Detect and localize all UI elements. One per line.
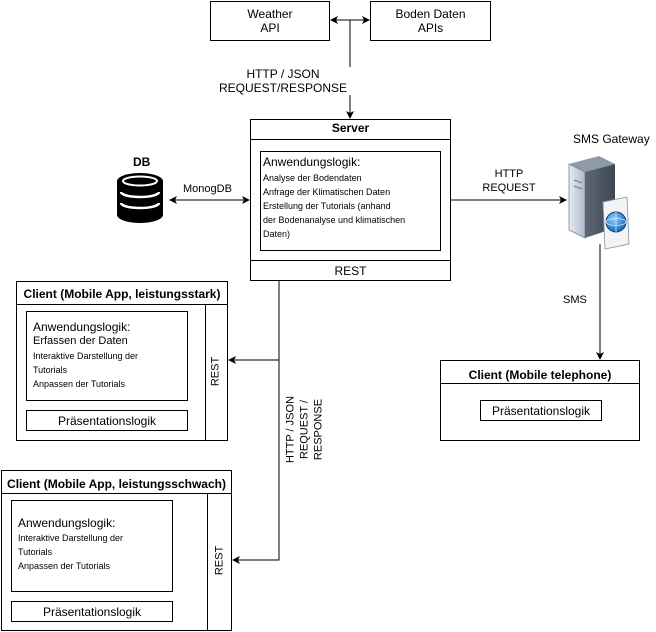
- server-weak-client-arrow: [232, 360, 280, 564]
- client-phone-presentation-box: Präsentationslogik: [480, 400, 602, 421]
- client-strong-logic-item: Erfassen der Daten: [33, 335, 128, 347]
- server-logic-item: Analyse der Bodendaten: [263, 173, 362, 183]
- client-weak-logic-item: Tutorials: [18, 547, 53, 557]
- server-logic-item: Erstellung der Tutorials (anhand: [263, 201, 391, 211]
- http-json-top-label-2: REQUEST/RESPONSE: [213, 81, 353, 95]
- client-strong-rest-divider: [205, 304, 206, 440]
- server-rest-label: REST: [334, 264, 367, 278]
- weather-api-box: Weather API: [210, 1, 330, 41]
- boden-api-label-2: APIs: [417, 21, 444, 35]
- client-strong-logic-item: Tutorials: [33, 365, 68, 375]
- server-logic-title: Anwendungslogik:: [263, 155, 361, 169]
- db-link-label: MonogDB: [183, 183, 232, 196]
- http-request-label-1: HTTP: [494, 168, 524, 180]
- client-strong-logic-title: Anwendungslogik:: [33, 320, 131, 334]
- server-logic-box: Anwendungslogik: Analyse der Bodendaten …: [260, 151, 441, 251]
- server-gateway-icon: [568, 156, 630, 250]
- server-logic-item: der Bodenanalyse und klimatischen: [263, 215, 406, 225]
- server-title-divider: [251, 139, 450, 140]
- client-strong-presentation-label: Präsentationslogik: [57, 414, 157, 428]
- sms-gateway-label: SMS Gateway: [573, 132, 650, 146]
- server-rest-divider: [251, 260, 450, 261]
- server-logic-item: Anfrage der Klimatischen Daten: [263, 187, 391, 197]
- client-phone-title: Client (Mobile telephone): [468, 368, 612, 382]
- db-label: DB: [133, 155, 151, 169]
- client-weak-rest-divider: [207, 493, 208, 630]
- client-strong-box: Client (Mobile App, leistungsstark) Anwe…: [16, 281, 228, 441]
- client-weak-title-divider: [2, 493, 231, 494]
- client-strong-logic-item: Anpassen der Tutorials: [33, 379, 126, 389]
- client-phone-title-divider: [441, 383, 639, 384]
- client-weak-logic-box: Anwendungslogik: Interaktive Darstellung…: [11, 500, 173, 592]
- client-phone-box: Client (Mobile telephone) Präsentationsl…: [440, 360, 640, 441]
- client-weak-logic-title: Anwendungslogik:: [18, 516, 116, 530]
- boden-api-label-1: Boden Daten: [395, 7, 466, 21]
- client-weak-presentation-box: Präsentationslogik: [11, 601, 173, 622]
- weather-api-label-1: Weather: [247, 7, 293, 21]
- server-logic-item: Daten): [263, 229, 291, 239]
- client-strong-logic-item: Interaktive Darstellung der: [33, 351, 139, 361]
- client-strong-title: Client (Mobile App, leistungsstark): [23, 287, 221, 301]
- boden-api-box: Boden Daten APIs: [370, 1, 491, 41]
- client-strong-logic-box: Anwendungslogik: Erfassen der Daten Inte…: [26, 311, 188, 401]
- database-icon: [117, 173, 163, 223]
- client-strong-rest-label: REST: [209, 356, 222, 387]
- http-json-top-label-1: HTTP / JSON: [213, 67, 353, 81]
- http-request-label-2: REQUEST: [482, 182, 536, 194]
- client-weak-logic-item: Interaktive Darstellung der: [18, 533, 124, 543]
- sms-link-label: SMS: [563, 294, 587, 307]
- client-weak-presentation-label: Präsentationslogik: [42, 605, 142, 619]
- server-strong-client-arrow: [228, 281, 280, 364]
- client-weak-box: Client (Mobile App, leistungsschwach) An…: [1, 470, 232, 631]
- client-weak-logic-item: Anpassen der Tutorials: [18, 561, 111, 571]
- client-phone-presentation-label: Präsentationslogik: [491, 404, 591, 418]
- client-weak-title: Client (Mobile App, leistungsschwach): [7, 477, 226, 491]
- weather-api-label-2: API: [260, 21, 280, 35]
- client-strong-presentation-box: Präsentationslogik: [26, 410, 188, 431]
- client-weak-rest-label: REST: [213, 545, 226, 576]
- client-strong-title-divider: [17, 304, 227, 305]
- http-json-vertical-label-3: RESPONSE: [312, 398, 325, 461]
- http-json-vertical-label-1: HTTP / JSON: [284, 395, 297, 464]
- http-json-vertical-label-2: REQUEST /: [298, 399, 311, 460]
- server-title: Server: [331, 121, 370, 135]
- server-box: Server Anwendungslogik: Analyse der Bode…: [250, 119, 451, 281]
